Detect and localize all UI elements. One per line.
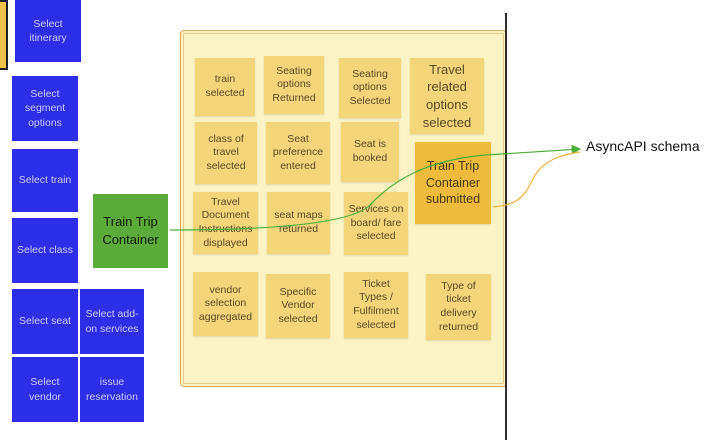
asyncapi-schema-label: AsyncAPI schema [586,138,700,154]
event-travel-document-instructions-displayed[interactable]: Travel Document Instructions displayed [193,192,258,254]
event-travel-related-options-selected[interactable]: Travel related options selected [410,58,484,134]
command-issue-reservation[interactable]: issue reservation [80,357,144,422]
aggregate-train-trip-container[interactable]: Train Trip Container [93,194,168,268]
event-seating-options-selected[interactable]: Seating options Selected [339,58,401,118]
event-seat-maps-returned[interactable]: seat maps returned [267,192,330,254]
event-train-trip-container-submitted[interactable]: Train Trip Container submitted [415,142,491,224]
event-class-of-travel-selected[interactable]: class of travel selected [195,122,257,184]
event-type-of-ticket-delivery-returned[interactable]: Type of ticket delivery returned [426,274,491,340]
command-select-seat[interactable]: Select seat [12,289,78,354]
bounded-context-divider [505,13,507,440]
event-specific-vendor-selected[interactable]: Specific Vendor selected [266,274,330,338]
event-vendor-selection-aggregated[interactable]: vendor selection aggregated [193,272,258,336]
event-services-on-board-fare-selected[interactable]: Services on board/ fare selected [344,192,408,255]
command-select-class[interactable]: Select class [12,218,78,283]
command-select-add-on-services[interactable]: Select add-on services [80,289,144,354]
event-seating-options-returned[interactable]: Seating options Returned [264,56,324,114]
event-train-selected[interactable]: train selected [195,58,255,116]
event-seat-is-booked[interactable]: Seat is booked [341,122,399,182]
command-select-segment-options[interactable]: Select segment options [12,76,78,141]
command-select-itinerary[interactable]: Select itinerary [15,0,81,62]
command-select-train[interactable]: Select train [12,149,78,212]
event-seat-preference-entered[interactable]: Seat preference entered [266,122,330,184]
frame-edge [0,0,8,70]
command-select-vendor[interactable]: Select vendor [12,357,78,422]
event-ticket-types-fulfilment-selected[interactable]: Ticket Types / Fulfilment selected [344,272,408,338]
